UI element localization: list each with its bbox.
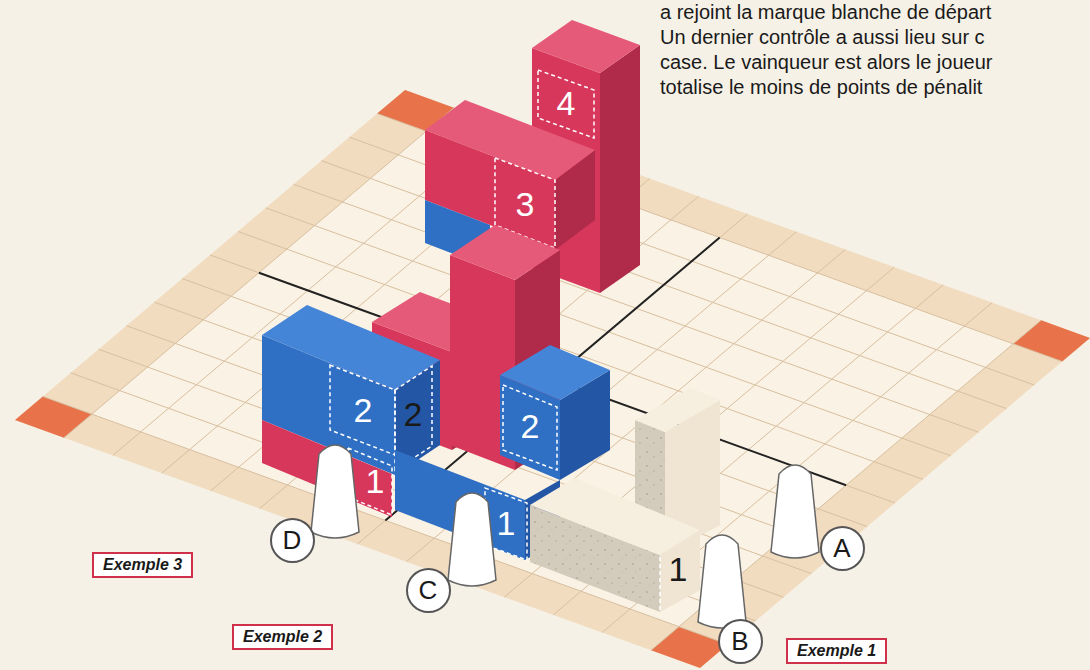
rules-text: Un dernier contrôle a aussi lieu sur c	[660, 25, 985, 49]
block-number: 1	[497, 506, 516, 540]
game-board	[15, 90, 1090, 668]
game-board-face	[651, 627, 728, 668]
red-block-face	[538, 70, 594, 138]
block-number: 2	[354, 393, 373, 427]
block-number: 3	[516, 187, 535, 221]
game-board-face	[15, 396, 92, 437]
stone-block	[530, 478, 700, 612]
pawn-face	[311, 445, 359, 538]
pawn-face	[448, 493, 496, 586]
block-number: 2	[404, 397, 423, 431]
pawn-letter: D	[270, 518, 315, 563]
stone-block-face	[635, 388, 720, 432]
blue-block-face	[330, 365, 395, 455]
pawn	[311, 445, 819, 628]
example-box: Exemple 1	[786, 638, 887, 664]
rules-text: a rejoint la marque blanche de départ	[660, 0, 991, 24]
red-block-face	[532, 20, 640, 73]
game-board-face	[15, 90, 1090, 668]
rules-text: totalise le moins de points de pénalit	[660, 75, 982, 99]
rules-text: case. Le vainqueur est alors le joueur	[660, 50, 992, 74]
example-label: Exemple 3	[103, 556, 182, 573]
red-block-face	[600, 45, 640, 293]
red-block-face	[450, 225, 560, 280]
stone-block-face	[530, 478, 700, 555]
pawn-letter: A	[820, 526, 865, 571]
pawn-letter-text: C	[419, 575, 438, 606]
pawn-face	[771, 465, 819, 558]
pawn-letter-text: B	[731, 626, 748, 657]
pawn-letter-text: A	[833, 533, 850, 564]
game-board-face	[1013, 320, 1090, 361]
block-number: 4	[557, 86, 576, 120]
stone-block-face	[659, 557, 661, 610]
block-number: 1	[669, 552, 688, 586]
block-number: 1	[366, 464, 385, 498]
pawn-letter-text: D	[283, 525, 302, 556]
block-number: 2	[521, 409, 540, 443]
pawn-face	[698, 535, 746, 628]
blue-block	[500, 345, 610, 480]
example-box: Exemple 2	[232, 624, 333, 650]
pawn-letter: C	[406, 568, 451, 613]
blue-block-face	[500, 345, 610, 400]
example-label: Exemple 1	[797, 642, 876, 659]
blue-block-face	[503, 385, 557, 470]
game-board-face	[15, 90, 1090, 668]
example-box: Exemple 3	[92, 552, 193, 578]
example-label: Exemple 2	[243, 628, 322, 645]
pawn-letter: B	[718, 619, 763, 664]
